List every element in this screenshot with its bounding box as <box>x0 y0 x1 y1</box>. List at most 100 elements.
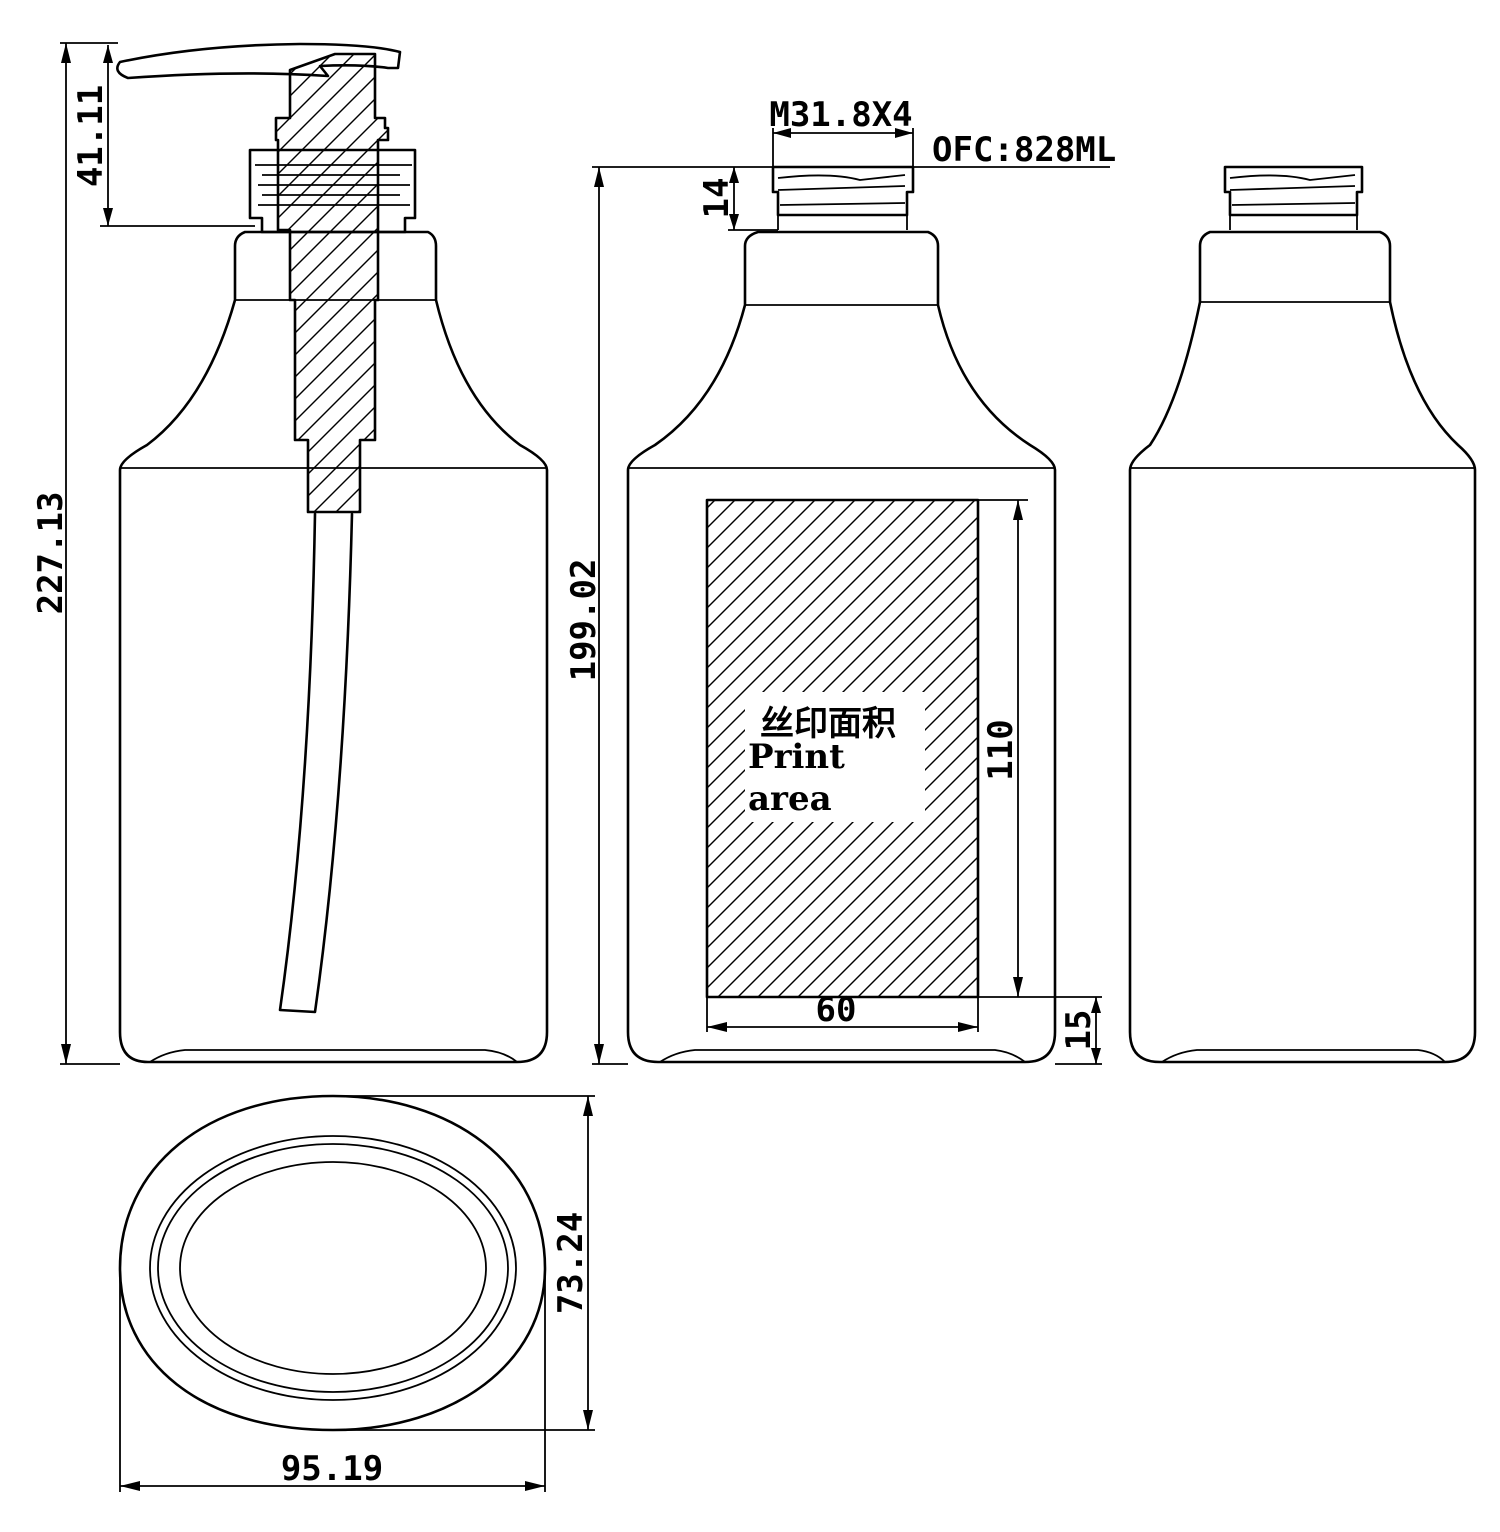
hatch-line <box>195 495 700 1000</box>
hatch-line <box>276 54 388 512</box>
hatch-line <box>797 816 978 997</box>
bottle-height-label: 199.02 <box>564 559 604 682</box>
arrow <box>525 1481 545 1491</box>
pump-bottle-view <box>116 42 1150 1064</box>
hatch-line <box>1055 495 1500 1000</box>
dip-tube <box>278 512 354 1014</box>
print-label-bg <box>745 692 925 822</box>
base-ring <box>149 1135 517 1401</box>
hatch-line <box>897 916 978 997</box>
arrow <box>103 45 113 63</box>
hatch-line <box>707 696 978 969</box>
arrow <box>594 167 604 187</box>
pump-stem <box>274 52 390 514</box>
print-area-en-label: Print <box>748 737 845 777</box>
hatch-line <box>1475 495 1500 1000</box>
total-height-label: 227.13 <box>31 492 71 615</box>
hatch-line <box>717 736 978 997</box>
arrow <box>103 208 113 226</box>
hatch-line <box>777 796 978 997</box>
bottle-outline <box>626 230 1057 1064</box>
hatch-line <box>276 54 381 512</box>
pump-collar <box>248 148 417 234</box>
hatch-line <box>1415 495 1500 1000</box>
hatch-line <box>1035 495 1500 1000</box>
side-view <box>1128 165 1477 1064</box>
capacity-label: OFC:828ML <box>932 130 1116 170</box>
base-width-label: 95.19 <box>281 1449 383 1489</box>
thread-spec-label: M31.8X4 <box>769 95 912 135</box>
hatch-line <box>877 896 978 997</box>
hatch-line <box>531 50 996 515</box>
pump-height-label: 41.11 <box>71 85 111 187</box>
hatch-line <box>707 500 876 669</box>
hatch-line <box>276 54 388 512</box>
arrow <box>1013 977 1023 997</box>
neck-outline <box>771 165 915 217</box>
base-depth-label: 73.24 <box>551 1212 591 1314</box>
hatch-line <box>1015 495 1500 1000</box>
arrow <box>583 1410 593 1430</box>
arrow <box>729 167 739 183</box>
hatch-line <box>707 500 796 589</box>
hatch-line <box>707 500 836 629</box>
hatch-line <box>276 54 315 512</box>
hatch-line <box>1375 495 1500 1000</box>
base-line <box>149 1049 518 1063</box>
hatch-line <box>1155 495 1500 1000</box>
hatch-line <box>354 54 388 512</box>
hatch-line <box>707 500 816 609</box>
bottom-view <box>118 1094 547 1432</box>
base-outer <box>118 1094 547 1432</box>
arrow <box>594 1044 604 1064</box>
hatch-line <box>288 54 388 512</box>
print-area-en-label: area <box>748 779 832 819</box>
neck-outline <box>1223 165 1364 217</box>
hatch-line <box>276 54 388 512</box>
neck-thread <box>1229 174 1356 206</box>
base-line <box>659 1049 1026 1063</box>
hatch-line <box>1115 495 1500 1000</box>
hatch-line <box>707 500 976 769</box>
hatch-line <box>276 54 388 512</box>
arrow <box>958 1022 978 1032</box>
print-height-label: 110 <box>981 719 1021 780</box>
hatch-line <box>707 500 896 689</box>
hatch-line <box>276 54 388 512</box>
hatch-line <box>707 500 856 649</box>
hatch-line <box>1455 495 1500 1000</box>
base-line <box>1161 1049 1446 1063</box>
arrow <box>729 214 739 230</box>
bottle-outline <box>1128 230 1477 1064</box>
hatch-line <box>276 54 388 512</box>
hatch-line <box>276 54 388 512</box>
front-view: 丝印面积 Print area <box>195 165 1500 1064</box>
hatch-line <box>707 500 756 549</box>
hatch-line <box>276 54 388 512</box>
arrow <box>583 1096 593 1116</box>
hatch-line <box>707 500 736 529</box>
hatch-line <box>817 836 978 997</box>
hatch-line <box>276 54 388 512</box>
hatch-line <box>707 716 978 989</box>
hatch-line <box>1355 495 1500 1000</box>
hatch-line <box>957 976 978 997</box>
hatch-line <box>276 54 337 512</box>
hatch-line <box>977 996 978 997</box>
hatch-line <box>1235 495 1500 1000</box>
hatch-line <box>1435 495 1500 1000</box>
hatch-line <box>1395 495 1500 1000</box>
arrow <box>1091 1048 1101 1064</box>
print-area <box>705 498 980 999</box>
hatch-line <box>1315 495 1500 1000</box>
hatch-line <box>332 54 388 512</box>
hatch-line <box>685 50 1150 515</box>
hatch-line <box>276 54 388 512</box>
arrow <box>120 1481 140 1491</box>
hatch-line <box>1135 495 1500 1000</box>
hatch-line <box>837 856 978 997</box>
arrow <box>1013 500 1023 520</box>
hatch-line <box>1275 495 1500 1000</box>
hatch-line <box>995 495 1500 1000</box>
